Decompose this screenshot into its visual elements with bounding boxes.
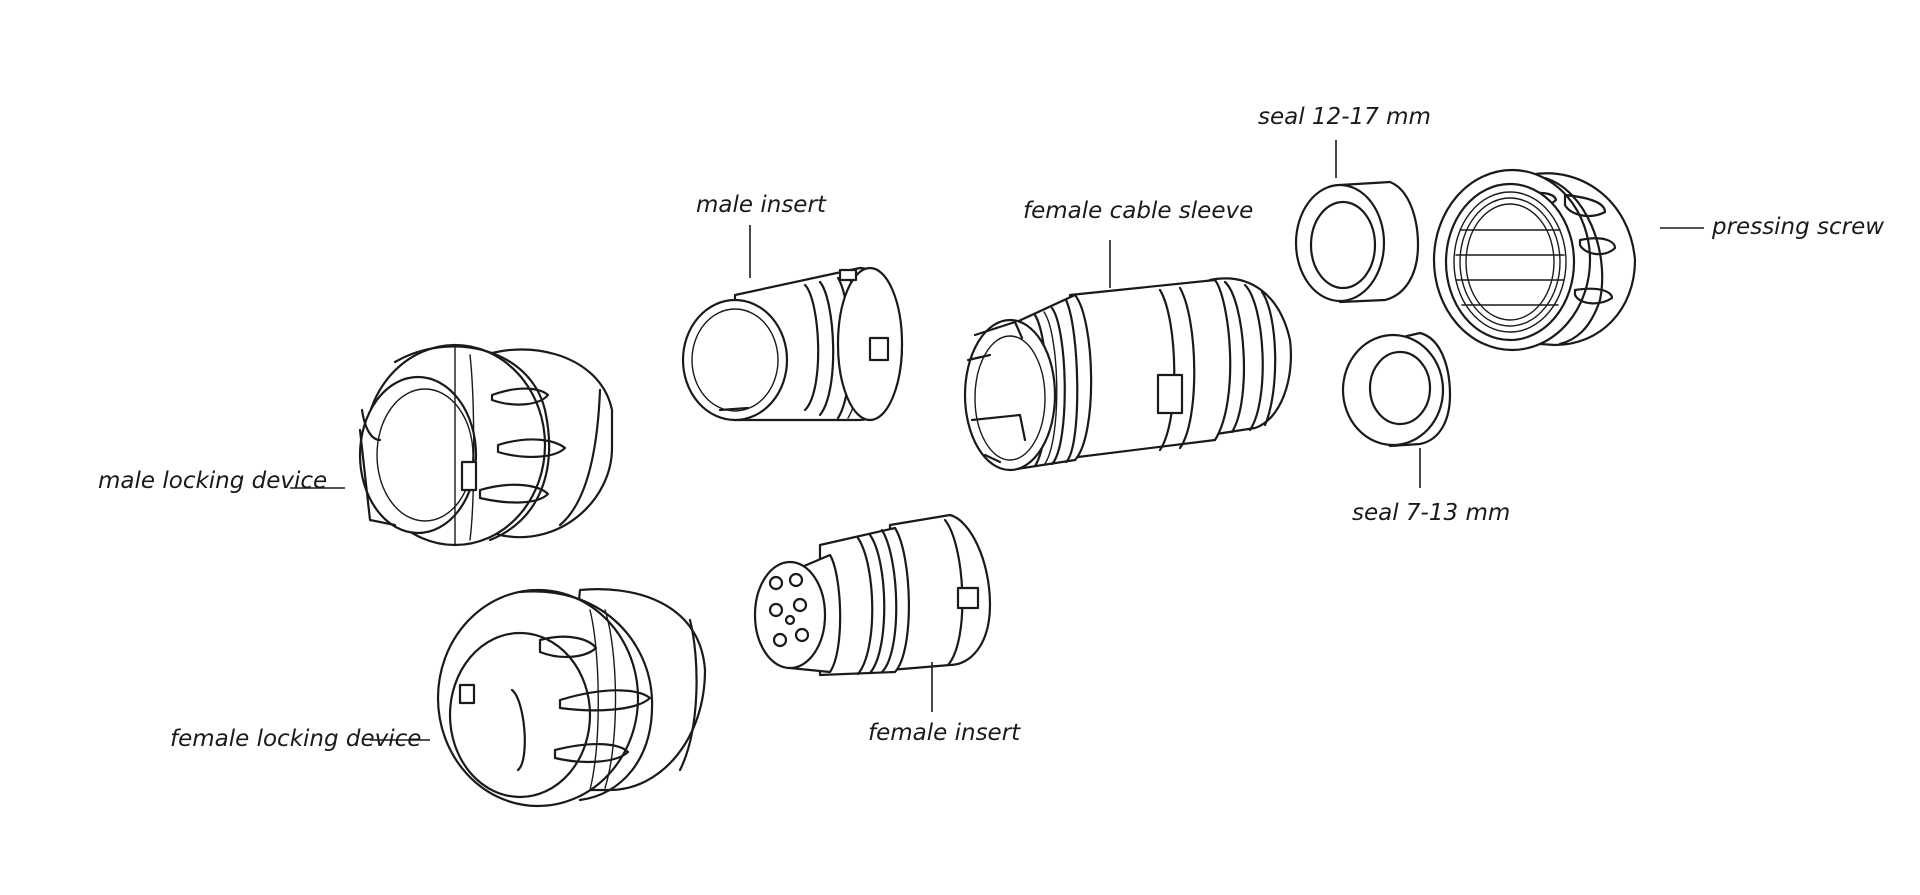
seal-12-17-part — [1294, 180, 1420, 304]
label-male-insert: male insert — [696, 192, 827, 218]
label-male-locking-device: male locking device — [98, 468, 327, 494]
pressing-screw-part — [1432, 168, 1637, 352]
label-female-insert: female insert — [868, 720, 1021, 746]
label-female-cable-sleeve: female cable sleeve — [1023, 198, 1253, 224]
seal-7-13-part — [1341, 331, 1452, 448]
male-locking-device-part — [358, 343, 614, 547]
female-insert-part — [753, 513, 992, 677]
label-seal-12-17: seal 12-17 mm — [1258, 104, 1431, 130]
label-seal-7-13: seal 7-13 mm — [1352, 500, 1510, 526]
female-cable-sleeve-part — [963, 277, 1292, 472]
label-pressing-screw: pressing screw — [1711, 214, 1884, 240]
label-female-locking-device: female locking device — [170, 726, 421, 752]
male-insert-part — [681, 266, 904, 422]
female-locking-device-part — [436, 588, 707, 808]
